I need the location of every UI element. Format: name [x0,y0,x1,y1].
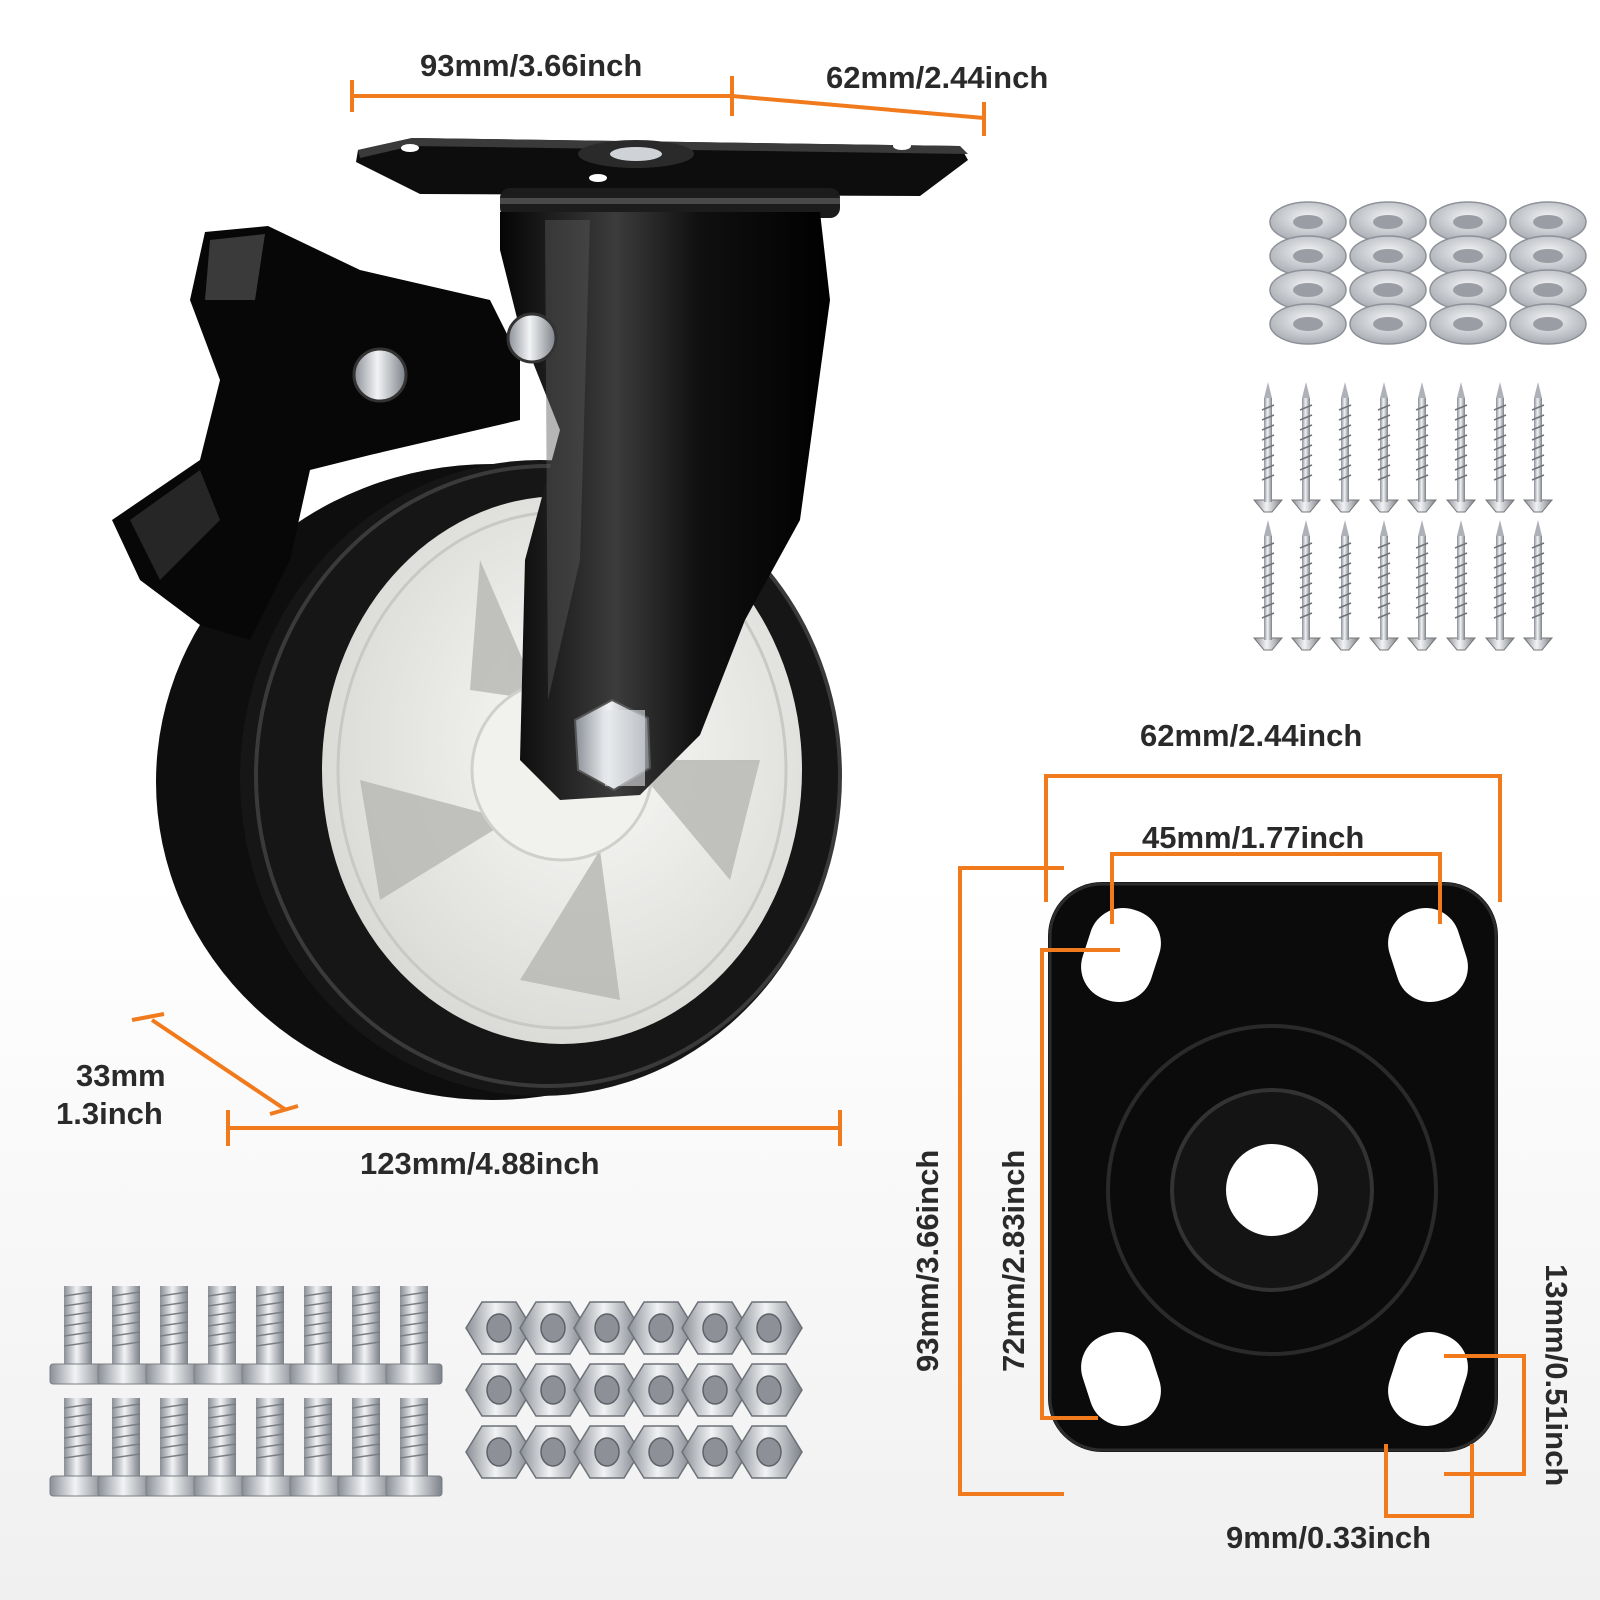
label-wheel-width-mm: 33mm [76,1058,166,1093]
rivet-2 [506,312,558,364]
slot-bottom-left [1081,1332,1161,1426]
mounting-plate [1048,882,1498,1452]
rivet-1 [352,347,408,403]
label-plate-length-outer: 93mm/3.66inch [910,1149,945,1372]
top-plate [356,138,968,196]
plate-dimension-lines [958,774,1526,1518]
label-plate-length-holes: 72mm/2.83inch [996,1149,1031,1372]
label-plate-length: 93mm/3.66inch [420,48,643,83]
label-plate-width-outer: 62mm/2.44inch [1140,718,1363,753]
nuts-group [465,1301,803,1479]
center-hole [1226,1144,1318,1236]
caster-dimension-lines [131,76,986,1146]
slot-top-left [1081,908,1161,1002]
caster-fork [500,212,830,800]
label-slot-length: 13mm/0.51inch [1539,1264,1574,1487]
label-plate-width-holes: 45mm/1.77inch [1142,820,1365,855]
slot-top-right [1388,908,1468,1002]
bolts-group [49,1285,443,1497]
label-wheel-width-in: 1.3inch [56,1096,163,1131]
brake-pedal [112,226,520,640]
label-wheel-diameter: 123mm/4.88inch [360,1146,600,1181]
washers-group [1269,201,1587,345]
label-plate-width: 62mm/2.44inch [826,60,1049,95]
screws-group [1252,381,1553,651]
swivel-caster [112,124,968,1100]
label-slot-width: 9mm/0.33inch [1226,1520,1432,1555]
